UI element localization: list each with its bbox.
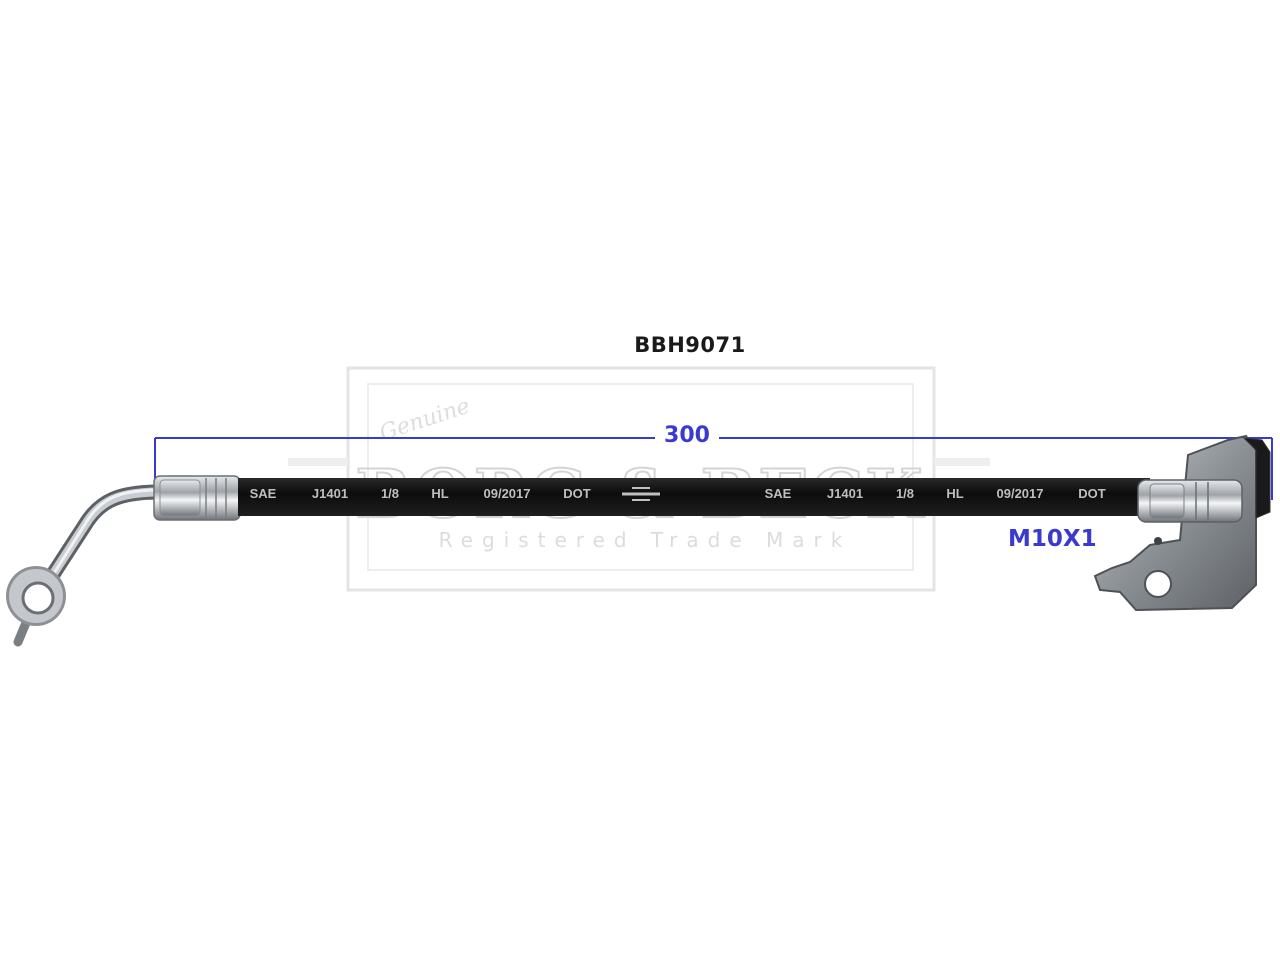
hose-marking: HL — [946, 486, 963, 501]
hose-marking: 09/2017 — [484, 486, 531, 501]
hose-marking: DOT — [1078, 486, 1106, 501]
thread-spec-label: M10X1 — [1008, 526, 1097, 552]
hose-marking: J1401 — [312, 486, 348, 501]
watermark-bar-left — [288, 458, 348, 466]
hose-marking: 1/8 — [896, 486, 914, 501]
hose-marking: DOT — [563, 486, 591, 501]
banjo-eye-fitting — [6, 566, 66, 647]
hose-marking: SAE — [250, 486, 277, 501]
watermark-bar-right — [934, 458, 990, 466]
length-dimension-label: 300 — [655, 423, 719, 448]
hose-symbol-icon — [622, 487, 660, 501]
hose-marking: 1/8 — [381, 486, 399, 501]
left-ferrule — [153, 475, 241, 521]
banjo-hole — [21, 581, 55, 615]
bracket-mount-hole — [1144, 570, 1172, 598]
left-metal-tube — [40, 484, 168, 590]
hose-marking: SAE — [765, 486, 792, 501]
hose-marking: 09/2017 — [997, 486, 1044, 501]
bracket-rivet — [1154, 537, 1162, 545]
hose-markings: SAE J1401 1/8 HL 09/2017 DOT SAE J1401 1… — [250, 486, 1106, 501]
hose-marking: J1401 — [827, 486, 863, 501]
watermark-inner-frame — [367, 383, 914, 571]
brake-hose — [238, 478, 1150, 516]
watermark-tagline: Registered Trade Mark — [439, 528, 852, 552]
hose-marking: HL — [431, 486, 448, 501]
right-bracket-fitting — [1093, 434, 1271, 612]
part-number-title: BBH9071 — [634, 333, 746, 357]
